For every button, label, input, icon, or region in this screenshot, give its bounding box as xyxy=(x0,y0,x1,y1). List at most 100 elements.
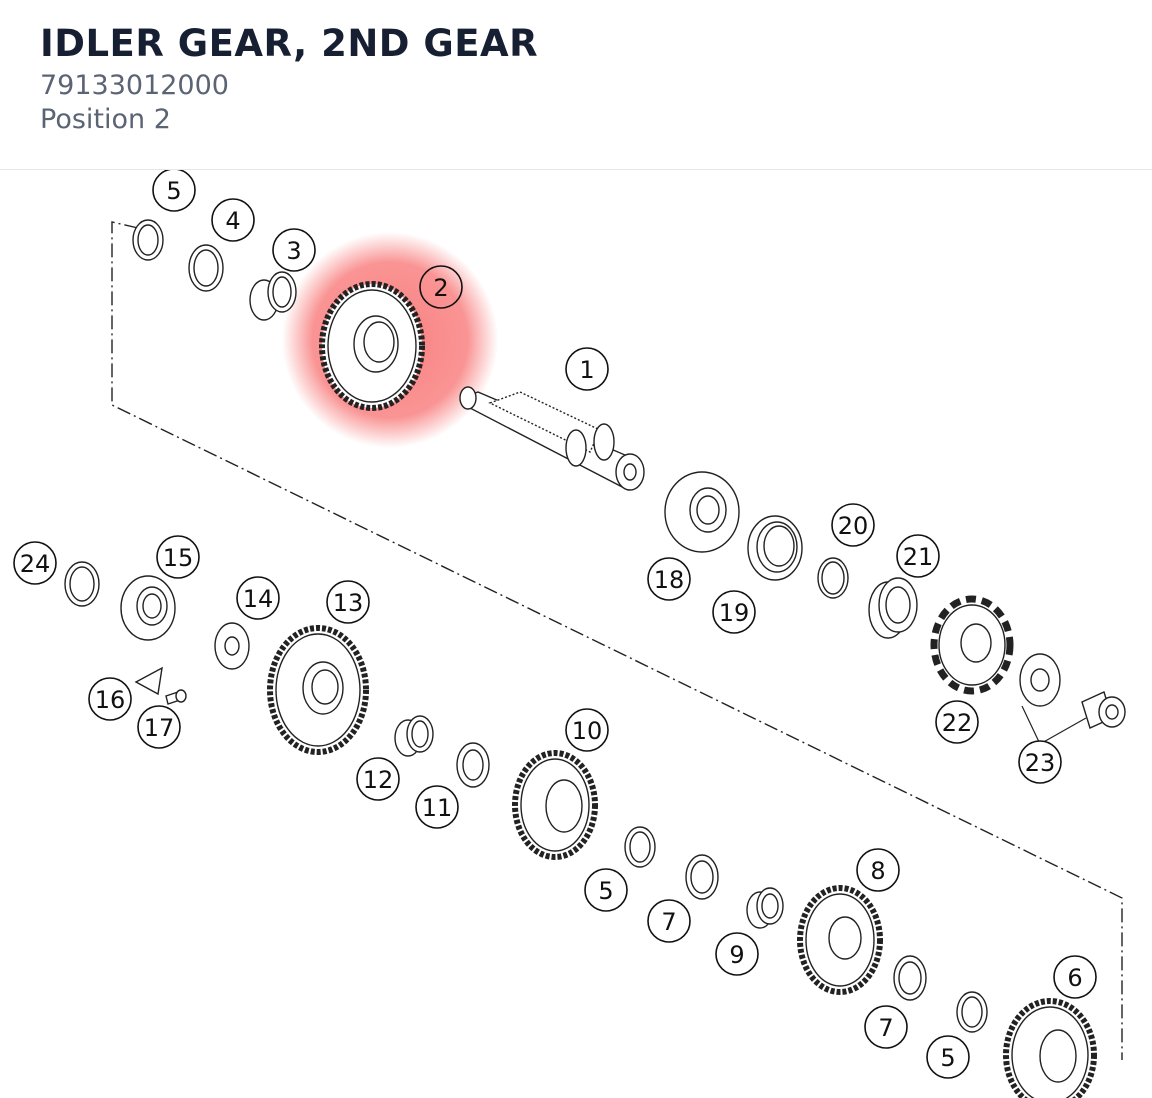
callout-circle xyxy=(415,785,459,829)
circlip-icon[interactable] xyxy=(132,219,164,261)
gear-10-icon[interactable] xyxy=(512,750,598,860)
callout-circle xyxy=(647,557,691,601)
callout-number: 4 xyxy=(225,207,240,235)
callout-1[interactable]: 1 xyxy=(565,347,609,391)
collar-bolt-icon[interactable] xyxy=(1019,653,1126,729)
callout-circle xyxy=(137,705,181,749)
callout-14[interactable]: 14 xyxy=(236,576,280,620)
circlip-right-icon[interactable] xyxy=(956,991,988,1033)
callout-number: 7 xyxy=(661,908,676,936)
screw-icon[interactable] xyxy=(165,689,187,705)
callout-circle xyxy=(712,590,756,634)
callout-circle xyxy=(419,265,463,309)
gear-6-icon[interactable] xyxy=(1003,998,1097,1098)
callout-number: 20 xyxy=(838,512,869,540)
callout-4[interactable]: 4 xyxy=(211,198,255,242)
callout-5[interactable]: 5 xyxy=(152,170,196,212)
callout-number: 23 xyxy=(1025,749,1056,777)
locking-plate-icon[interactable] xyxy=(134,666,163,696)
idler-gear-icon[interactable] xyxy=(319,281,425,411)
washer-7b-icon[interactable] xyxy=(893,955,927,1001)
callout-11[interactable]: 11 xyxy=(415,785,459,829)
callout-12[interactable]: 12 xyxy=(356,757,400,801)
callout-circle xyxy=(13,541,57,585)
callout-circle xyxy=(88,677,132,721)
callout-number: 22 xyxy=(942,709,973,737)
washer-7-icon[interactable] xyxy=(685,854,719,900)
callout-24[interactable]: 24 xyxy=(13,541,57,585)
callout-number: 21 xyxy=(903,543,934,571)
ball-bearing-icon[interactable] xyxy=(664,471,740,553)
callout-20[interactable]: 20 xyxy=(831,503,875,547)
callout-9[interactable]: 9 xyxy=(715,932,759,976)
callout-number: 6 xyxy=(1067,964,1082,992)
circlip-left-icon[interactable] xyxy=(64,561,100,607)
callout-circle xyxy=(1018,740,1062,784)
callout-number: 1 xyxy=(579,356,594,384)
callout-5[interactable]: 5 xyxy=(584,868,628,912)
callout-8[interactable]: 8 xyxy=(856,848,900,892)
callout-circle xyxy=(326,580,370,624)
callout-circle xyxy=(584,868,628,912)
callout-16[interactable]: 16 xyxy=(88,677,132,721)
callout-number: 5 xyxy=(166,177,181,205)
o-ring-icon[interactable] xyxy=(817,557,849,599)
washer-icon[interactable] xyxy=(188,244,224,292)
callout-circle xyxy=(272,228,316,272)
callout-5[interactable]: 5 xyxy=(926,1035,970,1079)
callout-17[interactable]: 17 xyxy=(137,705,181,749)
callout-2[interactable]: 2 xyxy=(419,265,463,309)
spacer-bushing-icon[interactable] xyxy=(868,577,918,639)
callout-number: 17 xyxy=(144,714,175,742)
leader-lines xyxy=(1021,705,1087,745)
callout-3[interactable]: 3 xyxy=(272,228,316,272)
callout-22[interactable]: 22 xyxy=(935,700,979,744)
callout-15[interactable]: 15 xyxy=(156,535,200,579)
callout-number: 11 xyxy=(422,794,453,822)
callout-circle xyxy=(356,757,400,801)
callout-23[interactable]: 23 xyxy=(1018,740,1062,784)
callout-7[interactable]: 7 xyxy=(647,899,691,943)
callout-number: 24 xyxy=(20,550,51,578)
callout-6[interactable]: 6 xyxy=(1053,955,1097,999)
bushing-9-icon[interactable] xyxy=(746,887,784,929)
bearing-left-icon[interactable] xyxy=(120,575,176,641)
countershaft-icon[interactable] xyxy=(459,386,645,491)
callout-19[interactable]: 19 xyxy=(712,590,756,634)
callout-number: 8 xyxy=(870,857,885,885)
callout-number: 18 xyxy=(654,566,685,594)
callout-number: 7 xyxy=(878,1014,893,1042)
callout-number: 12 xyxy=(363,766,394,794)
callout-13[interactable]: 13 xyxy=(326,580,370,624)
callout-number: 5 xyxy=(940,1044,955,1072)
callout-number: 3 xyxy=(286,237,301,265)
callout-circle xyxy=(1053,955,1097,999)
assembly-frame xyxy=(111,221,1123,1060)
callout-circle xyxy=(152,170,196,212)
callout-circle xyxy=(864,1005,908,1049)
callout-circle xyxy=(565,347,609,391)
callout-number: 16 xyxy=(95,686,126,714)
callout-number: 5 xyxy=(598,877,613,905)
circlip-middle-icon[interactable] xyxy=(624,826,656,868)
part-number: 79133012000 xyxy=(40,70,229,101)
gear-8-icon[interactable] xyxy=(797,885,883,995)
callout-circle xyxy=(211,198,255,242)
shaft-seal-icon[interactable] xyxy=(747,515,803,581)
callout-number: 13 xyxy=(333,589,364,617)
callout-18[interactable]: 18 xyxy=(647,557,691,601)
needle-bearing-2-icon[interactable] xyxy=(394,715,434,757)
thrust-washer-icon[interactable] xyxy=(214,622,250,670)
callout-number: 10 xyxy=(572,717,603,745)
callout-21[interactable]: 21 xyxy=(896,534,940,578)
callout-7[interactable]: 7 xyxy=(864,1005,908,1049)
callout-circle xyxy=(236,576,280,620)
callout-circle xyxy=(715,932,759,976)
gear-13-icon[interactable] xyxy=(267,625,369,755)
callout-10[interactable]: 10 xyxy=(565,708,609,752)
needle-bearing-icon[interactable] xyxy=(249,271,297,321)
sprocket-icon[interactable] xyxy=(930,595,1014,695)
washer-11-icon[interactable] xyxy=(456,742,490,788)
callout-circle xyxy=(856,848,900,892)
